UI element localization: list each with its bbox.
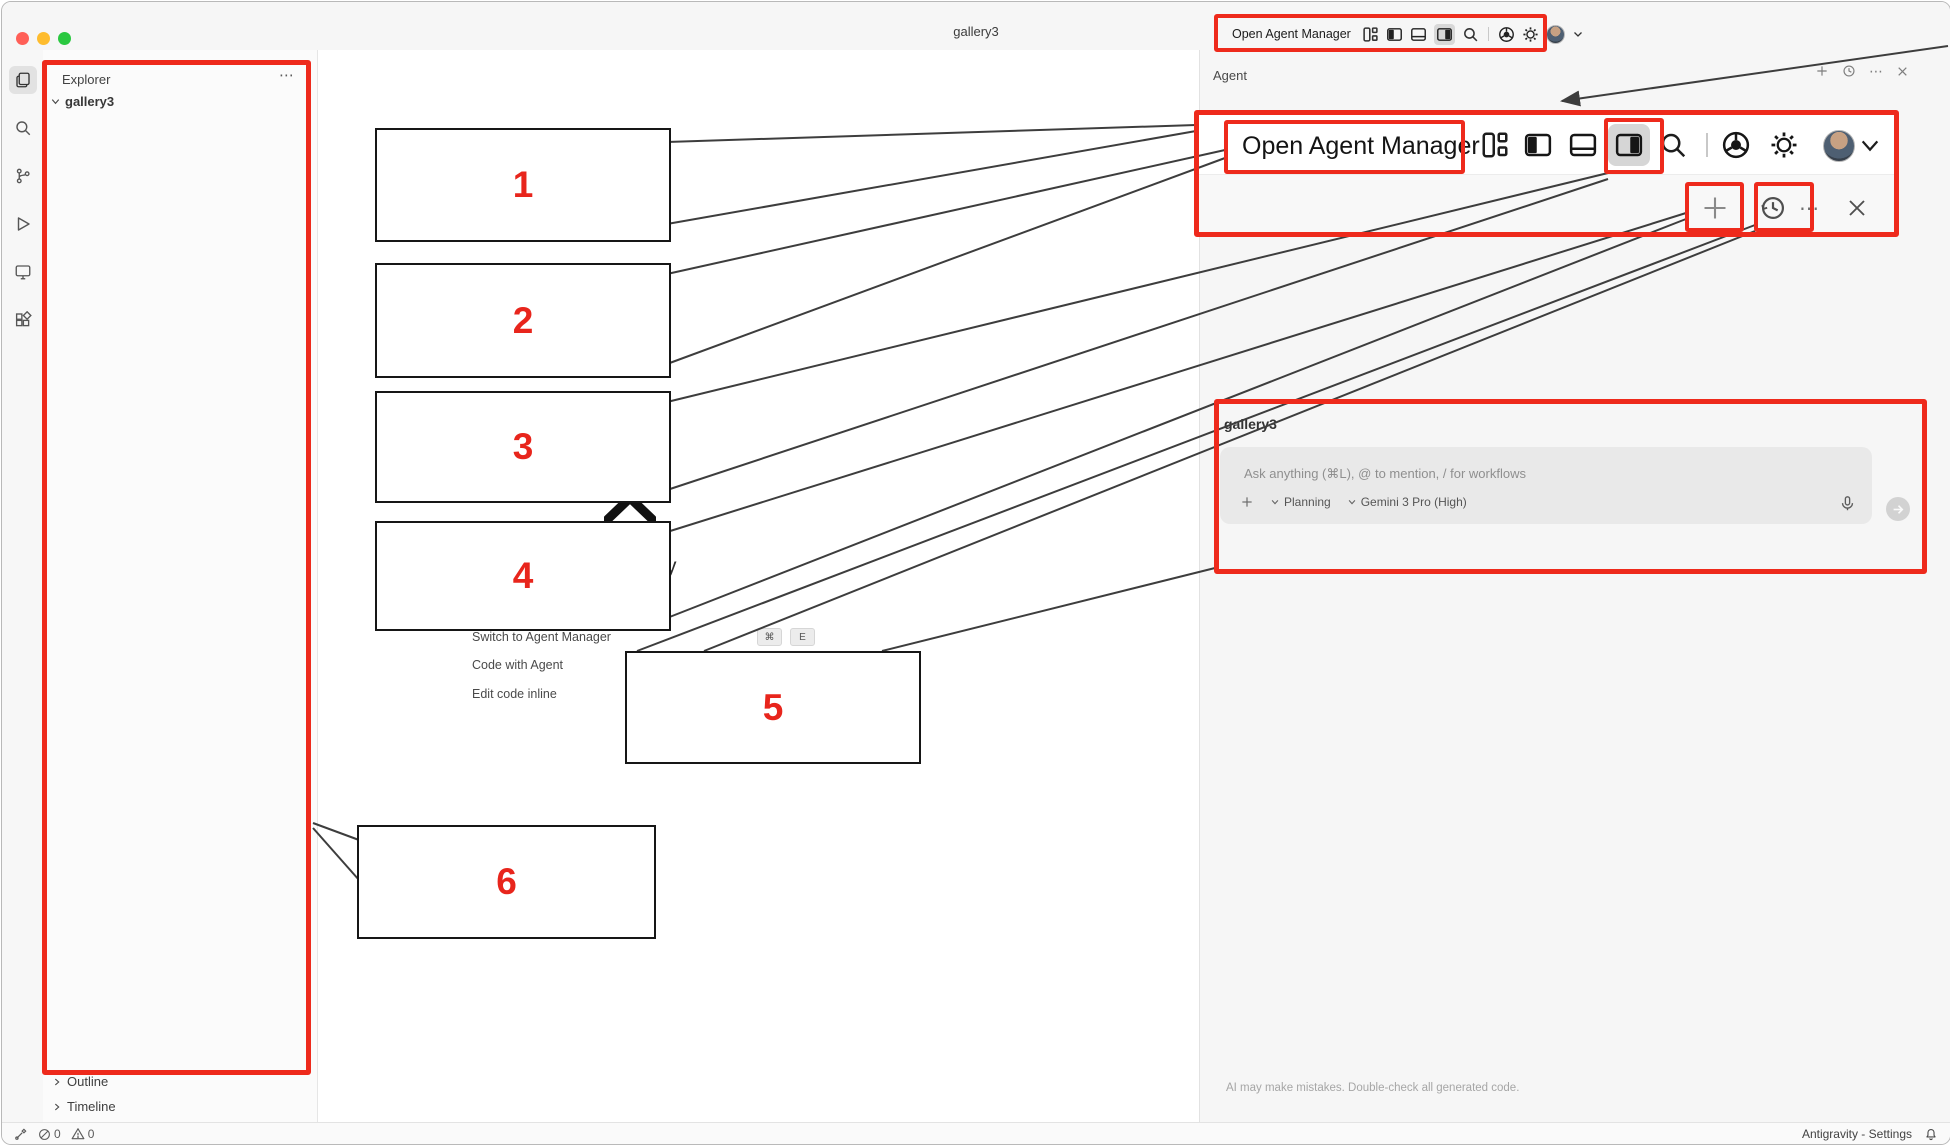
editor-area: y Switch to Agent Manager ⌘ E Code with … [318, 50, 1199, 1122]
magnified-settings-gear-icon [1769, 130, 1799, 160]
explorer-sidebar: Explorer ⋯ gallery3 Outline Timeline [43, 50, 318, 1122]
welcome-shortcut-row: Switch to Agent Manager ⌘ E [472, 628, 815, 646]
search-icon[interactable] [1462, 26, 1479, 43]
browser-icon[interactable] [1498, 26, 1515, 43]
settings-gear-icon[interactable] [1522, 26, 1539, 43]
status-bar-left: 0 0 [14, 1123, 95, 1144]
magnified-chevron-down-icon [1859, 138, 1881, 154]
microphone-icon[interactable] [1839, 495, 1856, 512]
window-title: gallery3 [953, 24, 999, 39]
model-selector[interactable]: Gemini 3 Pro (High) [1347, 495, 1467, 509]
welcome-shortcut-row: Code with Agent [472, 658, 563, 672]
antigravity-logo [604, 493, 656, 521]
model-label: Gemini 3 Pro (High) [1360, 495, 1467, 509]
chevron-down-icon[interactable] [1572, 28, 1584, 40]
new-chat-plus-icon[interactable] [1815, 64, 1829, 78]
mode-label: Planning [1284, 495, 1331, 509]
titlebar-controls: Open Agent Manager [1232, 23, 1584, 45]
magnified-more-actions-icon: ⋯ [1799, 198, 1821, 220]
chat-text-input[interactable] [1242, 465, 1806, 482]
outline-label: Outline [67, 1074, 109, 1089]
sidebar-item-source-control[interactable] [9, 162, 37, 190]
warning-icon [71, 1128, 85, 1140]
tree-item-root[interactable]: gallery3 [50, 94, 114, 109]
sidebar-item-run-debug[interactable] [9, 210, 37, 238]
status-bar-right: Antigravity - Settings [1801, 1123, 1938, 1144]
settings-status-item[interactable]: Antigravity - Settings [1801, 1127, 1912, 1141]
timeline-section[interactable]: Timeline [52, 1099, 116, 1114]
user-avatar[interactable] [1545, 24, 1565, 44]
problems-errors[interactable]: 0 [38, 1127, 61, 1141]
agent-panel-title: Agent [1213, 68, 1247, 83]
outline-section[interactable]: Outline [52, 1074, 108, 1089]
agent-panel-header-actions: ⋯ [1815, 64, 1909, 78]
error-icon [39, 1128, 50, 1140]
chevron-down-icon [1271, 499, 1279, 505]
app-name-partial: y [666, 555, 677, 578]
warning-count: 0 [87, 1127, 95, 1141]
agent-disclaimer: AI may make mistakes. Double-check all g… [1226, 1082, 1520, 1094]
chevron-down-icon [1348, 499, 1356, 505]
magnified-divider [1706, 133, 1708, 157]
status-tools-icon[interactable] [14, 1127, 28, 1141]
magnified-browser-icon [1721, 130, 1751, 160]
error-count: 0 [54, 1127, 61, 1141]
titlebar-divider [1487, 27, 1489, 41]
minimize-window-button[interactable] [37, 32, 50, 45]
welcome-shortcut-label: Switch to Agent Manager [472, 630, 611, 644]
magnified-history-icon [1759, 194, 1787, 222]
magnified-toggle-bottom-panel-icon [1568, 130, 1598, 160]
magnified-open-agent-manager-label: Open Agent Manager [1242, 132, 1480, 160]
close-window-button[interactable] [16, 32, 29, 45]
keycap-e: E [789, 628, 815, 646]
timeline-label: Timeline [67, 1099, 116, 1114]
magnified-new-chat-plus-icon [1701, 194, 1729, 222]
attach-plus-icon[interactable] [1240, 495, 1254, 509]
more-actions-icon[interactable]: ⋯ [1869, 63, 1883, 79]
magnified-close-icon [1845, 196, 1869, 220]
magnified-search-icon [1658, 130, 1688, 160]
problems-warnings[interactable]: 0 [71, 1127, 95, 1141]
chevron-down-icon [51, 99, 60, 105]
zoom-window-button[interactable] [58, 32, 71, 45]
magnified-user-avatar [1823, 130, 1855, 162]
sidebar-item-extensions[interactable] [9, 306, 37, 334]
toggle-bottom-panel-icon[interactable] [1410, 26, 1427, 43]
keycap-cmd: ⌘ [756, 628, 782, 646]
welcome-shortcut-label: Code with Agent [472, 658, 564, 672]
welcome-shortcut-row: Edit code inline [472, 687, 557, 701]
chat-input-box[interactable]: Planning Gemini 3 Pro (High) [1220, 447, 1872, 524]
sidebar-item-remote-explorer[interactable] [9, 258, 37, 286]
open-agent-manager-button[interactable]: Open Agent Manager [1232, 27, 1351, 41]
customize-layout-icon[interactable] [1362, 26, 1379, 43]
activity-bar [2, 50, 44, 1122]
chat-conversation-title: gallery3 [1224, 416, 1277, 432]
toggle-left-panel-icon[interactable] [1386, 26, 1403, 43]
chevron-right-icon [54, 1103, 60, 1110]
explorer-header-label: Explorer [62, 72, 111, 87]
sidebar-item-explorer[interactable] [9, 66, 37, 94]
history-icon[interactable] [1842, 64, 1856, 78]
welcome-shortcut-label: Edit code inline [472, 687, 557, 701]
close-panel-icon[interactable] [1896, 65, 1909, 78]
magnified-toggle-right-panel-icon [1614, 130, 1644, 160]
explorer-more-actions-icon[interactable]: ⋯ [279, 67, 295, 84]
chevron-right-icon [54, 1078, 60, 1085]
chat-toolbar: Planning Gemini 3 Pro (High) [1240, 495, 1467, 509]
mode-selector[interactable]: Planning [1270, 495, 1331, 509]
magnified-right-panel-highlight [1608, 124, 1650, 166]
send-message-button[interactable] [1886, 497, 1910, 521]
status-bar: 0 0 Antigravity - Settings [2, 1122, 1950, 1144]
magnified-toggle-left-panel-icon [1523, 130, 1553, 160]
magnified-customize-layout-icon [1480, 130, 1510, 160]
tree-item-label: gallery3 [65, 94, 115, 109]
notifications-bell-icon[interactable] [1924, 1127, 1938, 1141]
toggle-right-panel-icon[interactable] [1433, 23, 1455, 45]
sidebar-item-search[interactable] [9, 114, 37, 142]
titlebar: gallery3 Open Agent Manager [2, 2, 1950, 51]
